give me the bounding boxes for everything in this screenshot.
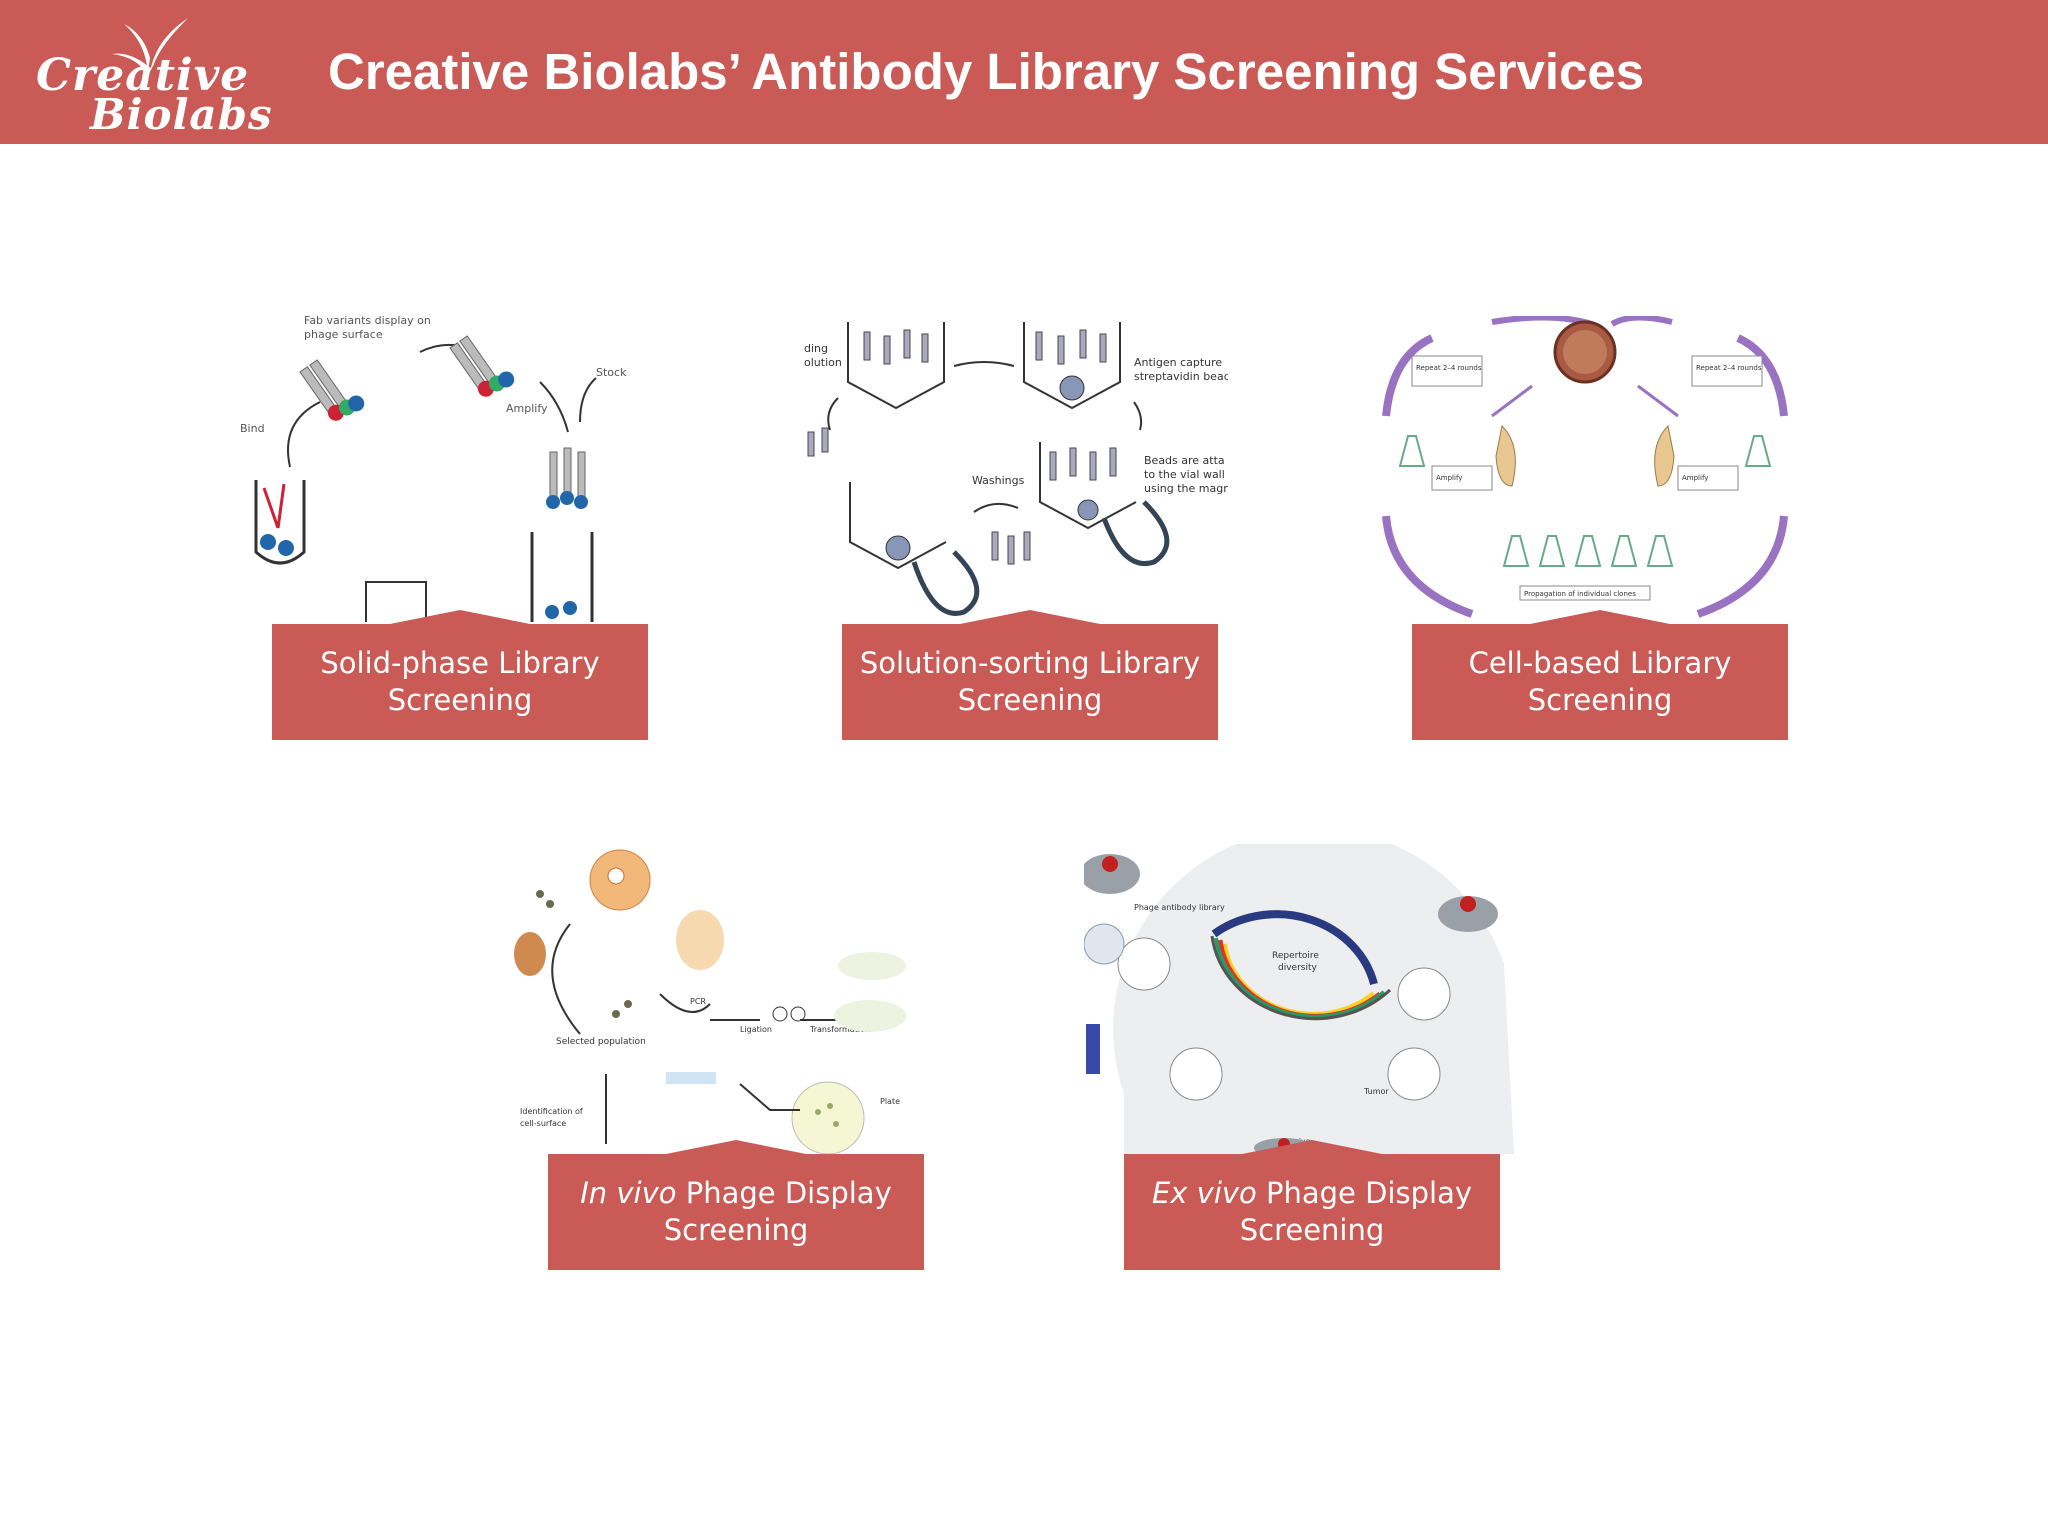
cell-based-label[interactable]: Cell-based Library Screening <box>1412 610 1788 740</box>
svg-text:Repeat 2–4 rounds: Repeat 2–4 rounds <box>1416 364 1482 372</box>
svg-text:Amplify: Amplify <box>1436 474 1462 482</box>
svg-text:phage surface: phage surface <box>304 328 383 341</box>
card-cell-based[interactable]: Repeat 2–4 rounds Repeat 2–4 rounds Ampl… <box>1370 312 1800 742</box>
svg-text:Amplify: Amplify <box>506 402 548 415</box>
header-bar: Creative Biolabs Creative Biolabs’ Antib… <box>0 0 2048 144</box>
svg-text:Identification of: Identification of <box>520 1107 583 1116</box>
solid-phase-diagram: Fab variants display on phage surface Bi… <box>240 312 660 622</box>
svg-text:Repertoire: Repertoire <box>1272 951 1319 961</box>
in-vivo-diagram: Selected population PCR Ligation Transfo… <box>510 844 940 1154</box>
solid-phase-label[interactable]: Solid-phase Library Screening <box>272 610 648 740</box>
svg-text:Ligation: Ligation <box>740 1025 772 1034</box>
card-solution-sorting[interactable]: ding olution Antigen capture streptavidi… <box>800 312 1230 742</box>
card-solid-phase[interactable]: Fab variants display on phage surface Bi… <box>240 312 660 742</box>
svg-text:diversity: diversity <box>1278 963 1317 973</box>
svg-text:Amplify: Amplify <box>1682 474 1708 482</box>
ex-vivo-label[interactable]: Ex vivo Phage Display Screening <box>1124 1140 1500 1270</box>
svg-text:ding: ding <box>804 342 828 355</box>
svg-text:olution: olution <box>804 356 842 369</box>
logo-text-creative: Creative <box>36 50 250 101</box>
svg-text:Repeat 2–4 rounds: Repeat 2–4 rounds <box>1696 364 1762 372</box>
card-in-vivo[interactable]: Selected population PCR Ligation Transfo… <box>510 844 940 1274</box>
svg-text:to the vial wall: to the vial wall <box>1144 468 1225 481</box>
svg-text:Phage antibody library: Phage antibody library <box>1134 903 1225 912</box>
cell-based-diagram: Repeat 2–4 rounds Repeat 2–4 rounds Ampl… <box>1372 316 1798 626</box>
svg-text:Stock: Stock <box>596 366 627 379</box>
svg-text:Washings: Washings <box>972 474 1025 487</box>
svg-text:Selected population: Selected population <box>556 1037 646 1047</box>
svg-text:Plate: Plate <box>880 1097 900 1106</box>
logo-text-biolabs: Biolabs <box>90 90 273 139</box>
svg-text:Beads are atta: Beads are atta <box>1144 454 1225 467</box>
solution-sorting-diagram: ding olution Antigen capture streptavidi… <box>804 322 1228 652</box>
svg-text:Propagation of individual clon: Propagation of individual clones <box>1524 590 1636 598</box>
card-ex-vivo[interactable]: Repertoire diversity Phage antibody libr… <box>1084 844 1514 1274</box>
solution-sorting-label[interactable]: Solution-sorting Library Screening <box>842 610 1218 740</box>
svg-text:Fab variants display on: Fab variants display on <box>304 314 431 327</box>
svg-text:Antigen capture: Antigen capture <box>1134 356 1222 369</box>
company-logo[interactable]: Creative Biolabs <box>30 14 280 139</box>
ex-vivo-diagram: Repertoire diversity Phage antibody libr… <box>1084 844 1514 1154</box>
svg-text:Bind: Bind <box>240 422 265 435</box>
svg-text:Tumor: Tumor <box>1363 1087 1389 1096</box>
svg-text:using the magn: using the magn <box>1144 482 1228 495</box>
leaf-logo-icon <box>112 18 188 72</box>
in-vivo-label[interactable]: In vivo Phage Display Screening <box>548 1140 924 1270</box>
svg-text:Transformation: Transformation <box>809 1025 870 1034</box>
svg-text:cell-surface: cell-surface <box>520 1119 566 1128</box>
page-title: Creative Biolabs’ Antibody Library Scree… <box>328 43 1645 100</box>
svg-text:streptavidin bead: streptavidin bead <box>1134 370 1228 383</box>
svg-text:PCR: PCR <box>690 997 706 1006</box>
